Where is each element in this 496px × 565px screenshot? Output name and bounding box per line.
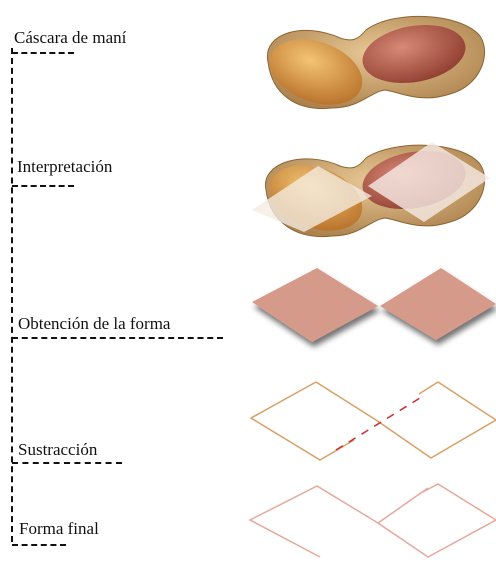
final-shape-lines: [248, 483, 496, 558]
step-label-forma-final: Forma final: [19, 519, 99, 538]
step-underline-cascara: [12, 52, 74, 54]
diamond-shapes: [252, 268, 496, 342]
step-underline-obtencion: [12, 337, 223, 339]
step-underline-interpretacion: [12, 185, 74, 187]
connector-spine: [11, 48, 13, 542]
peanut-overlay-image: [252, 142, 490, 238]
step-label-cascara: Cáscara de maní: [14, 28, 127, 47]
step-label-interpretacion: Interpretación: [17, 157, 113, 176]
peanut-image: [267, 15, 485, 110]
step-underline-sustraccion: [12, 462, 122, 464]
step-underline-forma-final: [12, 544, 66, 546]
subtraction-lines: [249, 381, 496, 461]
step-label-sustraccion: Sustracción: [18, 440, 98, 459]
step-label-obtencion: Obtención de la forma: [18, 314, 171, 333]
